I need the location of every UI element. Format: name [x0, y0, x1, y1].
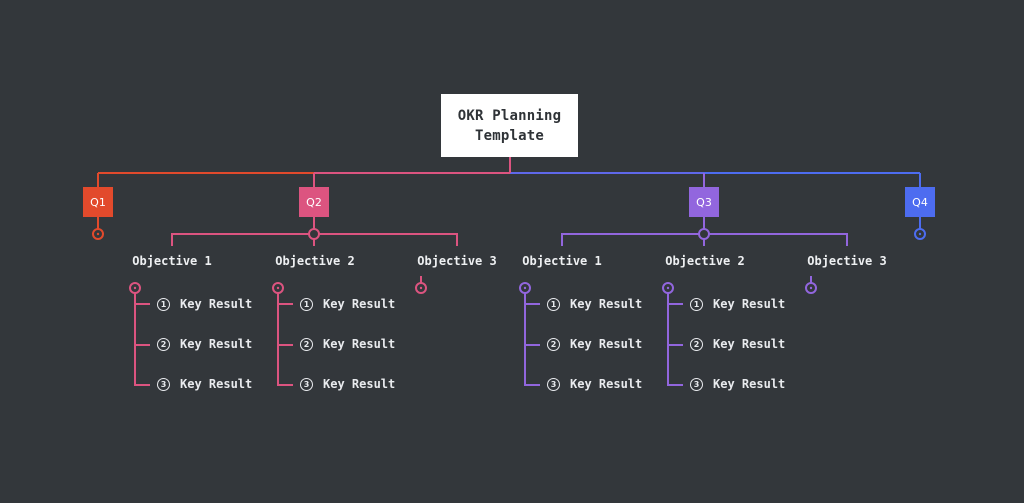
- q2-obj2-key-result-2: 2 Key Result: [300, 337, 395, 351]
- key-result-label: Key Result: [180, 337, 253, 351]
- key-result-label: Key Result: [180, 377, 253, 391]
- key-result-label: Key Result: [323, 377, 396, 391]
- key-result-label: Key Result: [570, 297, 643, 311]
- title-line-2: Template: [474, 127, 545, 144]
- number-1-icon: 1: [690, 297, 703, 311]
- quarter-q1-label: Q1: [90, 195, 106, 209]
- key-result-label: Key Result: [713, 337, 786, 351]
- q3-obj3-node: [805, 282, 817, 294]
- key-result-label: Key Result: [570, 337, 643, 351]
- number-1-icon: 1: [300, 297, 313, 311]
- q3-objective-3: Objective 3: [807, 254, 887, 268]
- number-3-icon: 3: [157, 377, 170, 391]
- quarter-q3: Q3: [689, 187, 719, 217]
- number-2-icon: 2: [547, 337, 560, 351]
- key-result-label: Key Result: [570, 377, 643, 391]
- q3-obj2-key-result-3: 3 Key Result: [690, 377, 785, 391]
- number-3-icon: 3: [547, 377, 560, 391]
- quarter-q2: Q2: [299, 187, 329, 217]
- q1-node: [92, 228, 104, 240]
- number-2-icon: 2: [300, 337, 313, 351]
- number-3-icon: 3: [300, 377, 313, 391]
- number-1-icon: 1: [157, 297, 170, 311]
- q2-objective-3: Objective 3: [417, 254, 497, 268]
- number-2-icon: 2: [690, 337, 703, 351]
- q3-obj1-key-result-3: 3 Key Result: [547, 377, 642, 391]
- number-2-icon: 2: [157, 337, 170, 351]
- quarter-q2-label: Q2: [306, 195, 322, 209]
- key-result-label: Key Result: [323, 297, 396, 311]
- quarter-q4: Q4: [905, 187, 935, 217]
- q4-node: [914, 228, 926, 240]
- q3-obj1-key-result-1: 1 Key Result: [547, 297, 642, 311]
- number-1-icon: 1: [547, 297, 560, 311]
- q2-obj2-key-result-3: 3 Key Result: [300, 377, 395, 391]
- number-3-icon: 3: [690, 377, 703, 391]
- key-result-label: Key Result: [180, 297, 253, 311]
- q2-obj1-key-result-2: 2 Key Result: [157, 337, 252, 351]
- title-box: OKR Planning Template: [441, 94, 578, 157]
- key-result-label: Key Result: [323, 337, 396, 351]
- q3-obj2-key-result-2: 2 Key Result: [690, 337, 785, 351]
- quarter-q3-label: Q3: [696, 195, 712, 209]
- q2-obj1-key-result-3: 3 Key Result: [157, 377, 252, 391]
- q2-obj3-node: [415, 282, 427, 294]
- quarter-q1: Q1: [83, 187, 113, 217]
- q2-obj1-key-result-1: 1 Key Result: [157, 297, 252, 311]
- key-result-label: Key Result: [713, 377, 786, 391]
- q2-objective-2: Objective 2: [275, 254, 355, 268]
- q3-obj1-key-result-2: 2 Key Result: [547, 337, 642, 351]
- title-line-1: OKR Planning: [457, 107, 562, 124]
- quarter-q4-label: Q4: [912, 195, 928, 209]
- q2-objective-1: Objective 1: [132, 254, 212, 268]
- q3-obj2-key-result-1: 1 Key Result: [690, 297, 785, 311]
- q3-objective-bracket: [561, 233, 699, 246]
- q2-node: [308, 228, 320, 240]
- q2-objective-bracket: [171, 233, 309, 246]
- key-result-label: Key Result: [713, 297, 786, 311]
- q2-obj2-key-result-1: 1 Key Result: [300, 297, 395, 311]
- q3-node: [698, 228, 710, 240]
- q3-objective-1: Objective 1: [522, 254, 602, 268]
- q3-objective-2: Objective 2: [665, 254, 745, 268]
